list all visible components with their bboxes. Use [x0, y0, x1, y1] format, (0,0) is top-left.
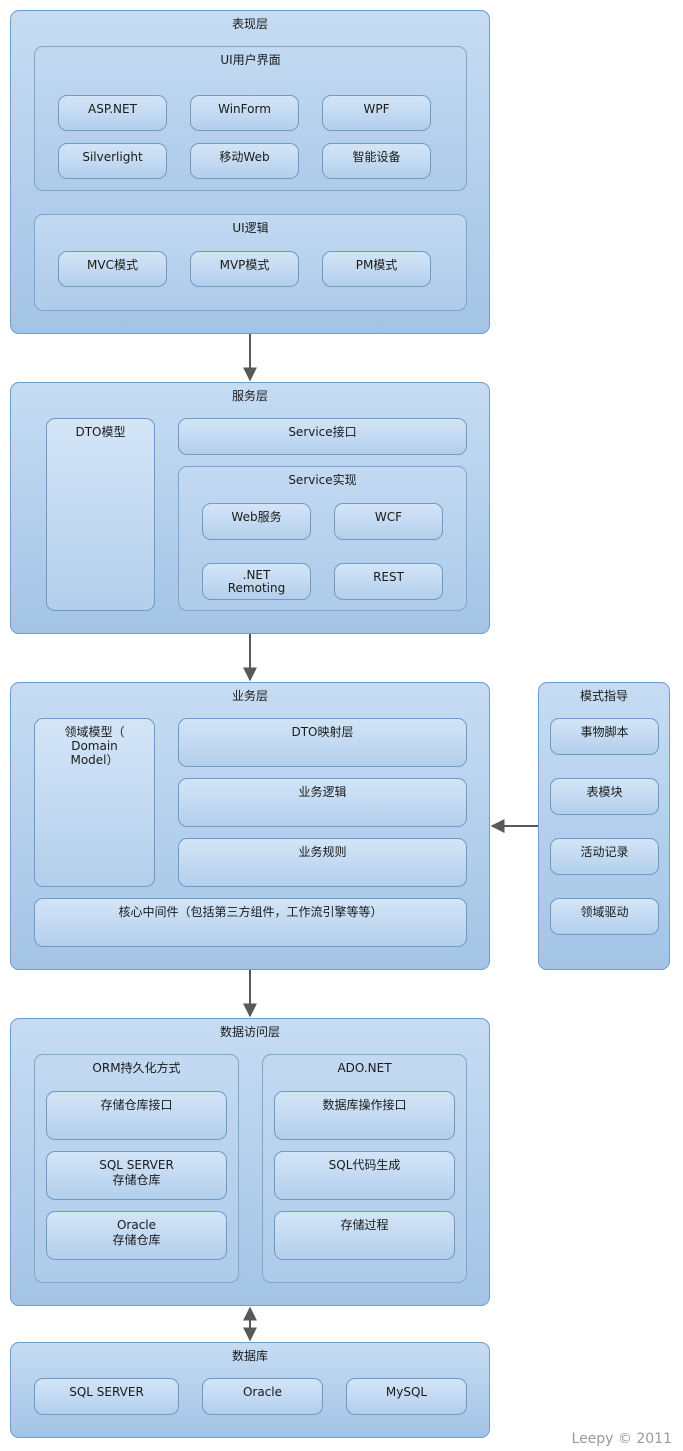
- service-interface: Service接口: [178, 418, 467, 455]
- ui-item-smart-device: 智能设备: [322, 143, 431, 179]
- ui-group-title: UI用户界面: [220, 53, 281, 67]
- ui-item-silverlight: Silverlight: [58, 143, 167, 179]
- presentation-layer: 表现层 UI用户界面 ASP.NET WinForm WPF Silverlig…: [10, 10, 490, 334]
- pattern-active-record: 活动记录: [550, 838, 659, 875]
- business-layer: 业务层 领域模型（ Domain Model） DTO映射层 业务逻辑 业务规则…: [10, 682, 490, 970]
- database-layer: 数据库 SQL SERVER Oracle MySQL: [10, 1342, 490, 1438]
- ado-db-operation-interface: 数据库操作接口: [274, 1091, 455, 1140]
- orm-repository-interface: 存储仓库接口: [46, 1091, 227, 1140]
- orm-sqlserver-repository: SQL SERVER 存储仓库: [46, 1151, 227, 1200]
- db-sqlserver: SQL SERVER: [34, 1378, 179, 1415]
- ui-item-aspnet: ASP.NET: [58, 95, 167, 131]
- service-impl-group: Service实现 Web服务 WCF .NET Remoting REST: [178, 466, 467, 611]
- orm-group-title: ORM持久化方式: [92, 1061, 181, 1075]
- business-rules: 业务规则: [178, 838, 467, 887]
- ado-sql-codegen: SQL代码生成: [274, 1151, 455, 1200]
- service-impl-title: Service实现: [288, 473, 357, 487]
- service-impl-rest: REST: [334, 563, 443, 600]
- service-impl-wcf: WCF: [334, 503, 443, 540]
- business-logic: 业务逻辑: [178, 778, 467, 827]
- ui-logic-group: UI逻辑 MVC模式 MVP模式 PM模式: [34, 214, 467, 311]
- orm-group: ORM持久化方式 存储仓库接口 SQL SERVER 存储仓库 Oracle 存…: [34, 1054, 239, 1283]
- copyright-watermark: Leepy © 2011: [571, 1431, 672, 1447]
- presentation-layer-title: 表现层: [231, 17, 268, 31]
- db-oracle: Oracle: [202, 1378, 323, 1415]
- database-layer-title: 数据库: [231, 1349, 268, 1363]
- service-layer: 服务层 DTO模型 Service接口 Service实现 Web服务 WCF …: [10, 382, 490, 634]
- pattern-transaction-script: 事物脚本: [550, 718, 659, 755]
- ado-group-title: ADO.NET: [337, 1061, 392, 1075]
- ui-item-wpf: WPF: [322, 95, 431, 131]
- pattern-guidance: 模式指导 事物脚本 表模块 活动记录 领域驱动: [538, 682, 670, 970]
- ui-group: UI用户界面 ASP.NET WinForm WPF Silverlight 移…: [34, 46, 467, 191]
- ui-logic-title: UI逻辑: [232, 221, 269, 235]
- ado-stored-procedure: 存储过程: [274, 1211, 455, 1260]
- service-layer-title: 服务层: [231, 389, 268, 403]
- db-mysql: MySQL: [346, 1378, 467, 1415]
- ui-logic-mvc: MVC模式: [58, 251, 167, 287]
- ui-logic-pm: PM模式: [322, 251, 431, 287]
- dto-model: DTO模型: [46, 418, 155, 611]
- service-impl-remoting: .NET Remoting: [202, 563, 311, 600]
- orm-oracle-repository: Oracle 存储仓库: [46, 1211, 227, 1260]
- data-access-layer: 数据访问层 ORM持久化方式 存储仓库接口 SQL SERVER 存储仓库 Or…: [10, 1018, 490, 1306]
- pattern-table-module: 表模块: [550, 778, 659, 815]
- dto-mapping-layer: DTO映射层: [178, 718, 467, 767]
- pattern-guidance-title: 模式指导: [579, 689, 628, 703]
- domain-model: 领域模型（ Domain Model）: [34, 718, 155, 887]
- core-middleware: 核心中间件（包括第三方组件，工作流引擎等等）: [34, 898, 467, 947]
- business-layer-title: 业务层: [231, 689, 268, 703]
- data-access-layer-title: 数据访问层: [219, 1025, 280, 1039]
- pattern-domain-driven: 领域驱动: [550, 898, 659, 935]
- ado-group: ADO.NET 数据库操作接口 SQL代码生成 存储过程: [262, 1054, 467, 1283]
- ui-item-winform: WinForm: [190, 95, 299, 131]
- ui-logic-mvp: MVP模式: [190, 251, 299, 287]
- service-impl-web: Web服务: [202, 503, 311, 540]
- ui-item-mobile-web: 移动Web: [190, 143, 299, 179]
